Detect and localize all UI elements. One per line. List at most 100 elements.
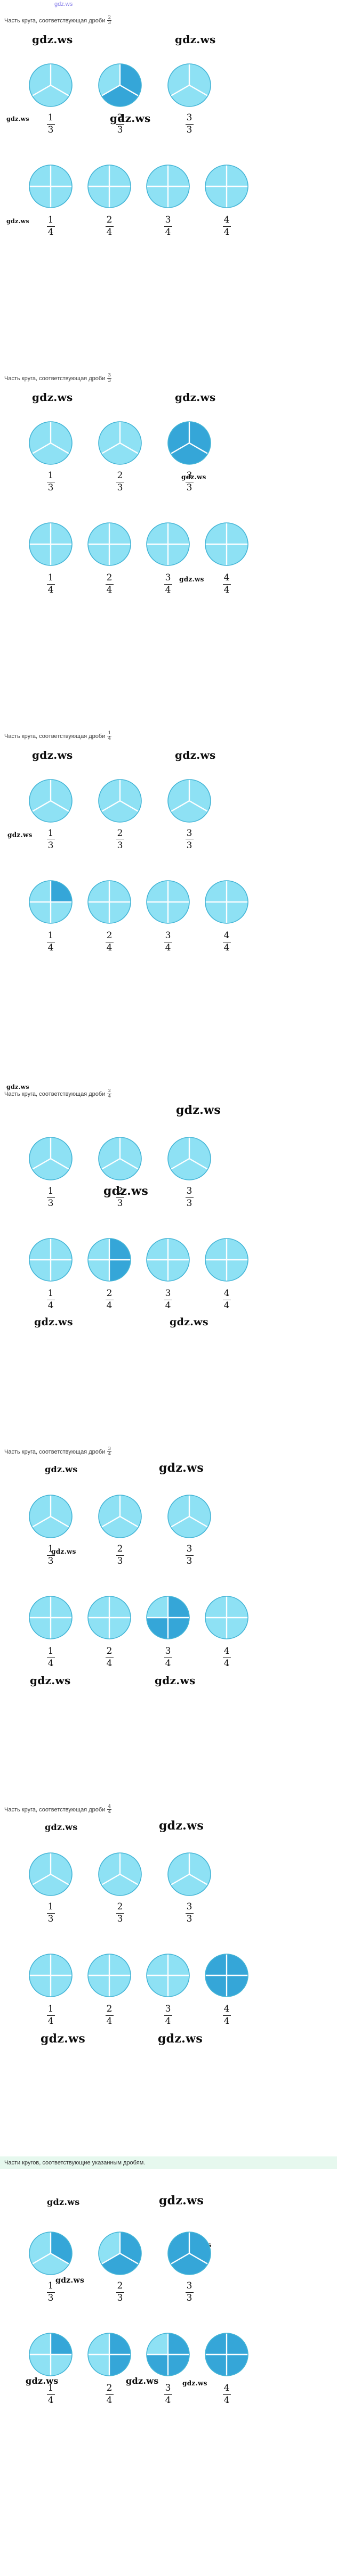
caption-prefix: Часть круга, соответствующая дроби xyxy=(4,1449,106,1456)
fraction-circle-svg xyxy=(167,779,211,823)
watermark-text: gdz.ws xyxy=(41,2032,86,2046)
fraction-circle xyxy=(28,1595,73,1640)
fraction-bar xyxy=(46,2394,55,2395)
fraction-bar xyxy=(105,1657,114,1659)
fraction-circle xyxy=(204,522,249,567)
fraction-circle-svg xyxy=(205,165,248,208)
fraction-circle-svg xyxy=(29,2333,73,2376)
fraction-bar xyxy=(222,2015,231,2016)
fraction-circle-svg xyxy=(205,1954,248,1997)
fraction-circle xyxy=(167,63,212,108)
fraction-circle xyxy=(28,1852,73,1897)
watermark-text: gdz.ws xyxy=(175,749,216,761)
watermark-text: gdz.ws xyxy=(45,1822,78,1832)
fraction-circle-svg xyxy=(205,1596,248,1639)
fraction-circle xyxy=(28,1237,73,1282)
fraction-bar xyxy=(164,226,172,227)
fraction-bar xyxy=(116,1197,124,1199)
site-link[interactable]: gdz.ws xyxy=(54,1,73,7)
fraction-bar xyxy=(185,839,194,841)
fraction-circle-svg xyxy=(29,2232,73,2275)
fraction-circle xyxy=(28,2332,73,2377)
fraction-circle-svg xyxy=(98,421,142,465)
watermark-text: gdz.ws xyxy=(51,1548,76,1555)
fraction-circle-svg xyxy=(205,1238,248,1282)
fraction-bar xyxy=(222,1299,231,1301)
fraction-circle-svg xyxy=(29,779,73,823)
fraction-bar xyxy=(164,941,172,943)
watermark-text: gdz.ws xyxy=(32,391,73,404)
fraction-circle-svg xyxy=(87,165,131,208)
fraction-bar xyxy=(164,2394,172,2395)
fraction-circle-svg xyxy=(146,522,190,566)
fraction-circle-svg xyxy=(87,2333,131,2376)
fraction-circle-svg xyxy=(29,1137,73,1180)
fraction-circle-svg xyxy=(146,165,190,208)
fraction-bar xyxy=(105,941,114,943)
watermark-text: gdz.ws xyxy=(55,2276,85,2285)
fraction-bar xyxy=(46,481,55,483)
fraction-circle-svg xyxy=(98,1852,142,1896)
fraction-circle xyxy=(28,63,73,108)
caption-prefix: Часть круга, соответствующая дроби xyxy=(4,1091,106,1098)
fraction-circle xyxy=(146,1237,190,1282)
final-caption-text: Части кругов, соответствующие указанным … xyxy=(4,2160,146,2166)
fraction-circle xyxy=(98,63,142,108)
fraction-bar xyxy=(185,1555,194,1556)
fraction-circle-svg xyxy=(29,1495,73,1538)
fraction-circle xyxy=(28,1136,73,1181)
fraction-circle xyxy=(204,164,249,209)
fraction-circle-svg xyxy=(29,1954,73,1997)
fraction-circle-svg xyxy=(29,880,73,924)
fraction-circle xyxy=(204,880,249,924)
fraction-circle-svg xyxy=(87,1596,131,1639)
watermark-text: gdz.ws xyxy=(6,218,29,225)
fraction-circle xyxy=(167,421,212,465)
fraction-bar xyxy=(185,124,194,125)
fraction-circle-svg xyxy=(98,1137,142,1180)
fraction-circle xyxy=(87,522,132,567)
watermark-text: gdz.ws xyxy=(47,2197,80,2207)
fraction-bar xyxy=(222,941,231,943)
watermark-text: gdz.ws xyxy=(158,2032,203,2046)
fraction-circle xyxy=(146,1953,190,1998)
fraction-circle xyxy=(98,1494,142,1539)
fraction-bar xyxy=(46,839,55,841)
fraction-circle xyxy=(146,2332,190,2377)
fraction-circle xyxy=(28,1953,73,1998)
fraction-circle xyxy=(28,1494,73,1539)
fraction-circle-svg xyxy=(146,1596,190,1639)
fraction-circle xyxy=(87,1953,132,1998)
fraction-circle xyxy=(146,522,190,567)
fraction-circle-svg xyxy=(167,2232,211,2275)
watermark-text: gdz.ws xyxy=(6,1084,29,1090)
watermark-text: gdz.ws xyxy=(126,2376,159,2386)
fraction-circle-svg xyxy=(205,880,248,924)
